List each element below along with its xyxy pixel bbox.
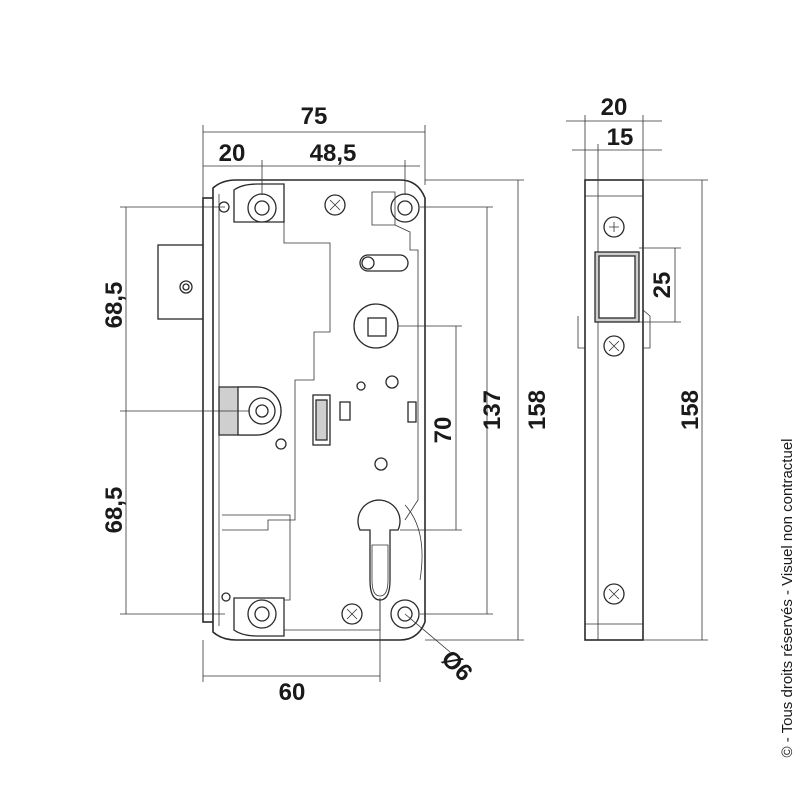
copyright-notice: © - Tous droits réservés - Visuel non co…	[779, 439, 796, 758]
side-body	[584, 179, 644, 641]
dim-left-offset: 20	[219, 140, 246, 167]
dim-bolt-height: 25	[649, 272, 676, 299]
bottom-faceplate-screw	[221, 592, 231, 602]
front-view	[157, 179, 426, 641]
dim-bottom-width: 60	[279, 679, 306, 706]
dim-overall-width: 75	[301, 103, 328, 130]
dim-side-height: 158	[677, 390, 704, 430]
dim-upper-half: 68,5	[101, 282, 128, 329]
dim-overall-height: 158	[524, 390, 551, 430]
dim-inner-height: 137	[479, 390, 506, 430]
cylinder-hole	[357, 499, 401, 601]
dim-hole-diameter: Ø6	[436, 645, 478, 687]
dim-side-plate-width: 15	[607, 124, 634, 151]
side-dimensions: 20 15 25 158	[566, 94, 708, 641]
dim-cylinder-distance: 70	[430, 417, 457, 444]
dim-lower-half: 68,5	[101, 487, 128, 534]
dim-side-total-width: 20	[601, 94, 628, 121]
dim-hole-spacing: 48,5	[310, 140, 357, 167]
side-view	[577, 179, 651, 641]
